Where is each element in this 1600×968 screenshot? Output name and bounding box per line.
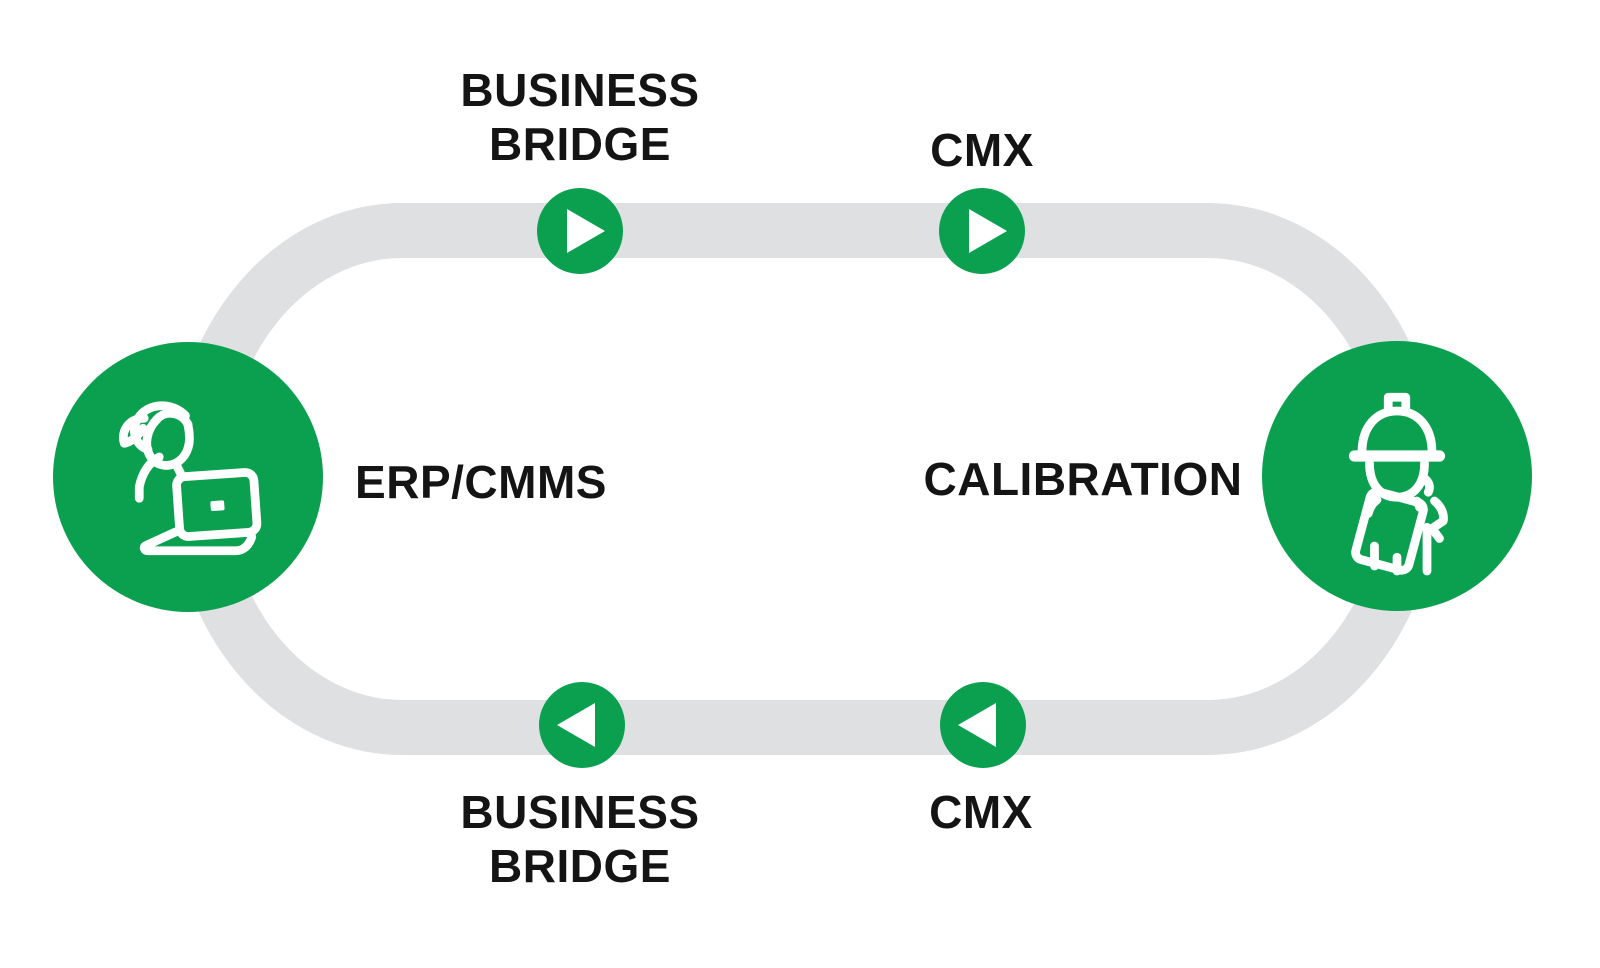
top-business-bridge-label: BUSINESS BRIDGE	[460, 63, 699, 171]
engineer-with-tablet-icon	[1348, 392, 1448, 576]
top-business-bridge-line2: BRIDGE	[489, 118, 671, 170]
calibration-node	[1262, 341, 1532, 611]
bottom-business-bridge-line1: BUSINESS	[460, 786, 700, 838]
erp-node	[53, 342, 323, 612]
erp-node-label: ERP/CMMS	[355, 456, 607, 508]
bottom-business-bridge-label: BUSINESS BRIDGE	[460, 785, 699, 893]
top-business-bridge-line1: BUSINESS	[460, 64, 700, 116]
calibration-node-label: CALIBRATION	[923, 453, 1243, 505]
arrow-right-icon	[567, 209, 605, 253]
bottom-step-cmx-marker	[940, 682, 1026, 768]
top-step-business-bridge-marker	[537, 188, 623, 274]
bottom-cmx-label: CMX	[929, 786, 1033, 838]
bottom-step-business-bridge-marker	[539, 682, 625, 768]
operator-with-laptop-icon	[119, 401, 262, 556]
top-step-cmx-marker	[939, 188, 1025, 274]
top-cmx-label: CMX	[930, 124, 1034, 176]
arrow-right-icon	[969, 209, 1007, 253]
bottom-business-bridge-line2: BRIDGE	[489, 840, 671, 892]
arrow-left-icon	[557, 703, 595, 747]
arrow-left-icon	[958, 703, 996, 747]
